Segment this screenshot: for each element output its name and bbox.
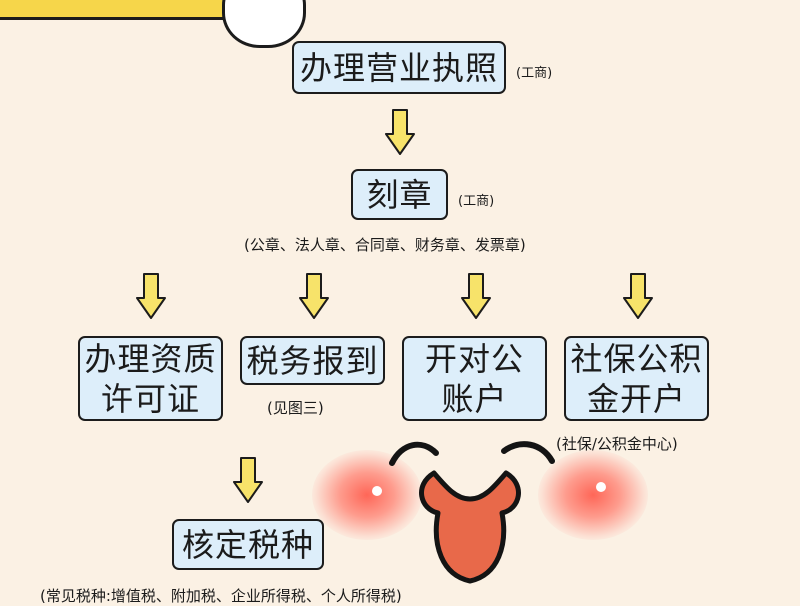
step-tax-register-label: 税务报到 bbox=[246, 341, 379, 380]
step-tax-type-label: 核定税种 bbox=[181, 525, 314, 564]
right-eye-icon bbox=[501, 441, 555, 464]
arrow-down-icon bbox=[299, 273, 329, 319]
cheek-sparkle bbox=[372, 486, 382, 496]
carve-seal-note: (工商) bbox=[458, 194, 495, 209]
social-security-note: (社保/公积金中心) bbox=[556, 435, 678, 453]
step-social-security-label-line1: 社保公积 bbox=[570, 339, 703, 378]
step-social-security-box: 社保公积 金开户 bbox=[564, 336, 709, 421]
step-tax-type-box: 核定税种 bbox=[172, 519, 324, 570]
step-carve-seal-label: 刻章 bbox=[366, 175, 433, 214]
arrow-down-icon bbox=[623, 273, 653, 319]
seal-types-note: (公章、法人章、合同章、财务章、发票章) bbox=[244, 236, 526, 254]
step-permit-label-line2: 许可证 bbox=[100, 379, 200, 418]
tax-register-note: (见图三) bbox=[267, 399, 324, 417]
open-mouth-icon bbox=[419, 470, 521, 584]
left-blush-cheek bbox=[312, 450, 422, 540]
arrow-down-icon bbox=[385, 109, 415, 155]
step-permit-label-line1: 办理资质 bbox=[84, 339, 217, 378]
cute-face-drawing bbox=[389, 441, 555, 584]
step-bank-account-box: 开对公 账户 bbox=[402, 336, 547, 421]
sticker-banner bbox=[0, 0, 236, 20]
arrow-down-icon bbox=[461, 273, 491, 319]
step-permit-box: 办理资质 许可证 bbox=[78, 336, 223, 421]
step-social-security-label-line2: 金开户 bbox=[586, 379, 686, 418]
step-business-license-box: 办理营业执照 bbox=[292, 41, 506, 94]
arrow-down-icon bbox=[136, 273, 166, 319]
arrow-down-icon bbox=[233, 457, 263, 503]
step-bank-account-label-line1: 开对公 bbox=[424, 339, 524, 378]
step-carve-seal-box: 刻章 bbox=[351, 169, 448, 220]
right-blush-cheek bbox=[538, 450, 648, 540]
step-bank-account-label-line2: 账户 bbox=[441, 379, 508, 418]
business-license-note: (工商) bbox=[516, 66, 553, 81]
cheek-sparkle bbox=[596, 482, 606, 492]
step-tax-register-box: 税务报到 bbox=[240, 336, 385, 385]
left-eye-icon bbox=[389, 441, 439, 466]
step-business-license-label: 办理营业执照 bbox=[299, 48, 498, 87]
tax-type-note: (常见税种:增值税、附加税、企业所得税、个人所得税) bbox=[40, 587, 402, 605]
sticker-character bbox=[222, 0, 306, 48]
